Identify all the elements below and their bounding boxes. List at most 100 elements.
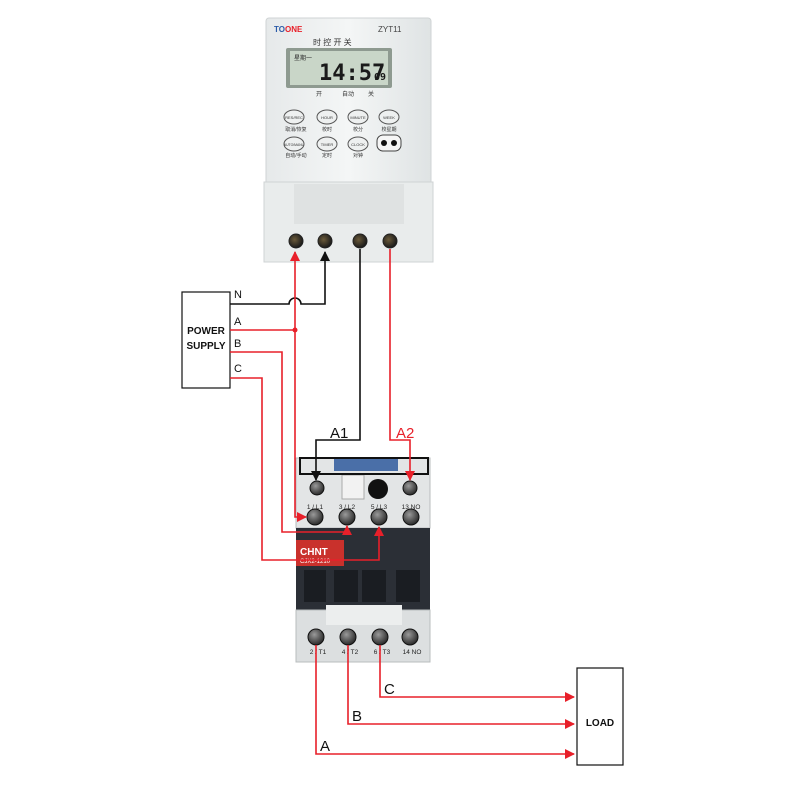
timer-model: ZYT11 bbox=[378, 25, 402, 34]
power-supply-box bbox=[181, 291, 231, 389]
contactor: CHNT CJX2-1210 1 / L1 3 / L2 5 / L3 13 N… bbox=[295, 457, 431, 663]
button-label: MINUTE bbox=[350, 115, 366, 120]
wires bbox=[230, 249, 575, 759]
line-label-a: A bbox=[234, 316, 242, 328]
button-caption: 校分 bbox=[353, 126, 363, 133]
lcd-seconds: 09 bbox=[374, 72, 386, 83]
contactor-model: CJX2-1210 bbox=[300, 559, 331, 565]
line-label-n: N bbox=[234, 289, 242, 301]
button-label: RES/REC bbox=[285, 115, 303, 120]
timer-base-notch bbox=[294, 184, 404, 224]
top-terminals: 1 / L1 3 / L2 5 / L3 13 NO bbox=[306, 480, 421, 526]
lcd-status-mode: 自动 bbox=[342, 90, 354, 98]
line-label-b: B bbox=[234, 338, 241, 350]
power-supply-label-1: POWER bbox=[187, 326, 226, 337]
clock-button[interactable]: CLOCK 对钟 bbox=[347, 136, 369, 159]
timer-switch: TOONE ZYT11 时 控 开 关 星期一 14:57 09 开 自动 关 … bbox=[263, 17, 434, 263]
button-caption: 校星期 bbox=[381, 126, 396, 133]
button-caption: 自动/手动 bbox=[285, 152, 306, 159]
terminal-l1-screw bbox=[309, 480, 325, 496]
contactor-brand: CHNT bbox=[300, 547, 328, 558]
coil-label-a2: A2 bbox=[396, 425, 414, 442]
wire-b bbox=[230, 351, 352, 535]
wire-a1 bbox=[311, 249, 361, 481]
button-label: TIMER bbox=[321, 142, 334, 147]
terminal-label: 14 NO bbox=[403, 649, 422, 656]
load-phase-c: C bbox=[384, 681, 395, 698]
timer-terminal-2 bbox=[317, 233, 333, 249]
res-rec-button[interactable]: RES/REC 取消/恢复 bbox=[283, 109, 307, 133]
timer-terminals bbox=[288, 233, 398, 249]
load: LOAD C B A bbox=[320, 667, 624, 766]
terminal-l1 bbox=[306, 508, 324, 526]
button-label: HOUR bbox=[321, 115, 333, 120]
terminal-l3 bbox=[370, 508, 388, 526]
wire-load-a bbox=[315, 645, 575, 759]
wire-load-c bbox=[379, 645, 575, 702]
contactor-slot-1 bbox=[304, 570, 326, 602]
wire-c bbox=[230, 377, 384, 561]
terminal-label: 5 / L3 bbox=[371, 504, 388, 511]
contactor-slot-2 bbox=[334, 570, 358, 602]
terminal-label: 6 / T3 bbox=[374, 649, 391, 656]
power-supply-label-2: SUPPLY bbox=[186, 341, 225, 352]
terminal-t2 bbox=[339, 628, 357, 646]
contactor-slot-4 bbox=[396, 570, 420, 602]
lcd-weekday: 星期一 bbox=[294, 54, 312, 62]
timer-button[interactable]: TIMER 定时 bbox=[316, 136, 338, 159]
timer-terminal-4 bbox=[382, 233, 398, 249]
button-label: WEEK bbox=[383, 115, 395, 120]
terminal-t1 bbox=[307, 628, 325, 646]
terminal-label: 13 NO bbox=[402, 504, 421, 511]
lcd-screen bbox=[290, 51, 388, 85]
line-label-c: C bbox=[234, 363, 242, 375]
minute-button[interactable]: MINUTE 校分 bbox=[347, 109, 369, 133]
auto-manu-button[interactable]: AUTO/MANU 自动/手动 bbox=[283, 136, 307, 159]
terminal-label: 1 / L1 bbox=[307, 504, 324, 511]
toggle-switch[interactable] bbox=[376, 134, 402, 152]
svg-text:TOONE: TOONE bbox=[274, 25, 303, 34]
load-box bbox=[576, 667, 624, 766]
button-caption: 定时 bbox=[322, 152, 332, 159]
wire-a-to-l1 bbox=[294, 330, 307, 522]
contactor-indicator bbox=[341, 474, 365, 500]
contactor-bottom-face bbox=[326, 605, 402, 625]
button-caption: 取消/恢复 bbox=[285, 126, 306, 133]
wire-n bbox=[230, 251, 330, 305]
lcd-time: 14:57 bbox=[319, 61, 385, 86]
terminal-label: 2 / T1 bbox=[310, 649, 327, 656]
lcd-status-off: 关 bbox=[368, 90, 374, 98]
button-label: AUTO/MANU bbox=[284, 143, 305, 147]
timer-terminal-1 bbox=[288, 233, 304, 249]
contactor-test-button bbox=[368, 479, 388, 499]
terminal-label: 3 / L2 bbox=[339, 504, 356, 511]
timer-buttons: RES/REC 取消/恢复 HOUR 校时 MINUTE 校分 WEEK 校星期… bbox=[283, 109, 402, 159]
terminal-l2 bbox=[338, 508, 356, 526]
load-phase-a: A bbox=[320, 738, 330, 755]
button-label: CLOCK bbox=[351, 142, 365, 147]
contactor-slot-3 bbox=[362, 570, 386, 602]
contactor-nameplate bbox=[296, 540, 344, 566]
button-caption: 校时 bbox=[322, 126, 332, 133]
hour-button[interactable]: HOUR 校时 bbox=[316, 109, 338, 133]
load-phase-b: B bbox=[352, 708, 362, 725]
bottom-terminals: 2 / T1 4 / T2 6 / T3 14 NO bbox=[307, 628, 422, 656]
week-button[interactable]: WEEK 校星期 bbox=[378, 109, 400, 133]
wire-a2 bbox=[389, 249, 415, 481]
power-supply: POWER SUPPLY N A B C bbox=[181, 289, 242, 389]
coil-label-plate bbox=[334, 459, 398, 471]
timer-title: 时 控 开 关 bbox=[313, 37, 352, 47]
load-label: LOAD bbox=[586, 718, 614, 729]
terminal-label: 4 / T2 bbox=[342, 649, 359, 656]
coil-label-a1: A1 bbox=[330, 425, 348, 442]
terminal-13no bbox=[402, 508, 420, 526]
lcd-status-on: 开 bbox=[316, 91, 322, 98]
timer-terminal-3 bbox=[352, 233, 368, 249]
terminal-t3 bbox=[371, 628, 389, 646]
coil-bracket bbox=[299, 457, 429, 475]
wire-load-b bbox=[347, 645, 575, 729]
terminal-14no bbox=[401, 628, 419, 646]
brand-prefix: TO bbox=[274, 25, 285, 34]
brand-suffix: ONE bbox=[285, 25, 303, 34]
